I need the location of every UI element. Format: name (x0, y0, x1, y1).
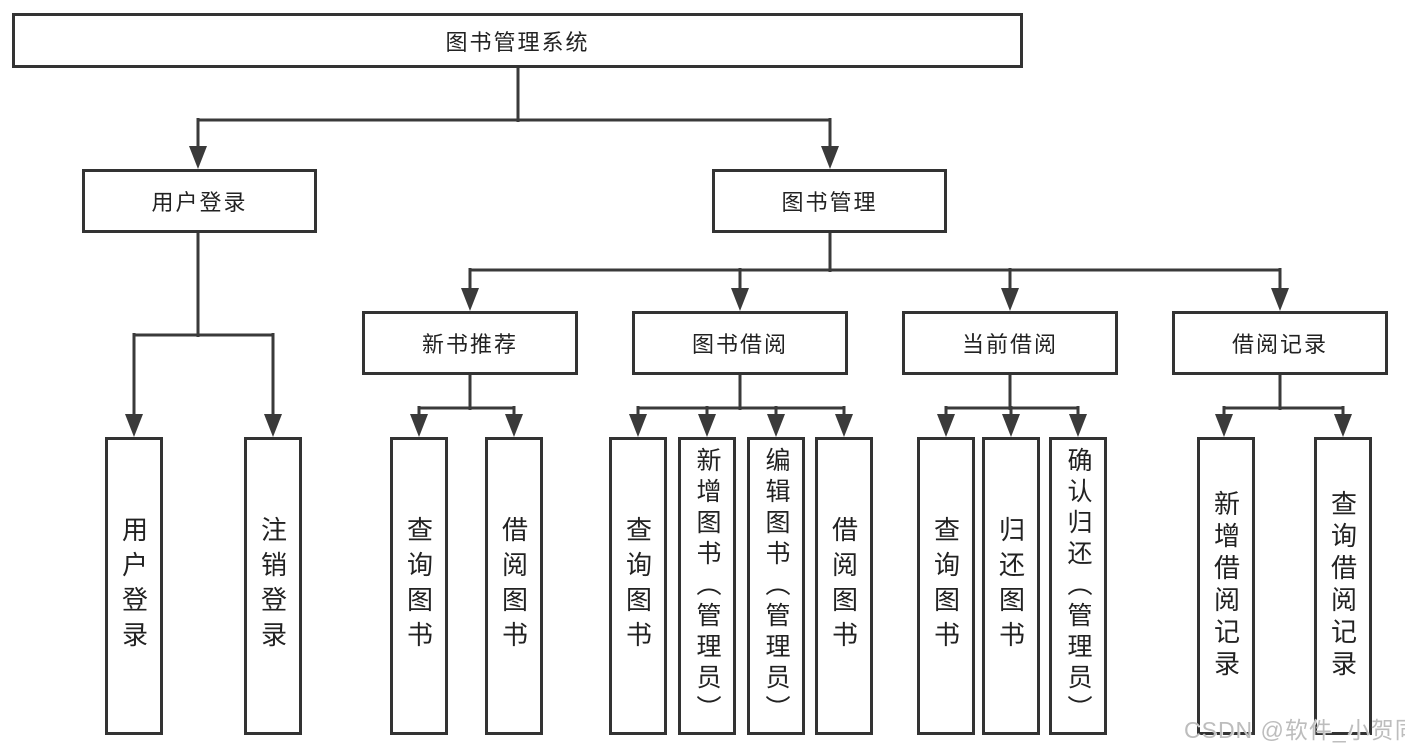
leaf-query-books-borrow-label: 查询图书 (622, 516, 653, 656)
leaf-user-login-label: 用户登录 (118, 516, 149, 656)
leaf-user-login: 用户登录 (105, 437, 163, 735)
leaf-return-books-label: 归还图书 (995, 516, 1026, 656)
leaf-query-books-borrow: 查询图书 (609, 437, 667, 735)
node-book-borrow: 图书借阅 (632, 311, 848, 375)
node-new-book-recommend-label: 新书推荐 (421, 332, 518, 357)
node-book-borrow-label: 图书借阅 (691, 332, 788, 357)
leaf-logout: 注销登录 (244, 437, 302, 735)
leaf-confirm-return-admin: 确认归还（管理员） (1049, 437, 1107, 735)
node-book-management: 图书管理 (712, 169, 947, 233)
node-user-login: 用户登录 (82, 169, 317, 233)
leaf-edit-books-admin-label: 编辑图书（管理员） (762, 446, 790, 726)
node-borrow-records-label: 借阅记录 (1231, 332, 1328, 357)
leaf-query-books-current: 查询图书 (917, 437, 975, 735)
leaf-borrow-books: 借阅图书 (815, 437, 873, 735)
leaf-query-borrow-record-label: 查询借阅记录 (1327, 490, 1358, 682)
node-user-login-label: 用户登录 (151, 190, 248, 215)
leaf-return-books: 归还图书 (982, 437, 1040, 735)
node-root-label: 图书管理系统 (445, 29, 590, 55)
csdn-watermark: CSDN @软件_小贺同学 (1184, 717, 1405, 743)
leaf-query-books-recommend-label: 查询图书 (403, 516, 434, 656)
node-root: 图书管理系统 (12, 13, 1023, 68)
leaf-logout-label: 注销登录 (257, 516, 288, 656)
leaf-add-books-admin-label: 新增图书（管理员） (693, 446, 721, 726)
leaf-query-books-recommend: 查询图书 (390, 437, 448, 735)
leaf-borrow-books-recommend: 借阅图书 (485, 437, 543, 735)
leaf-add-borrow-record: 新增借阅记录 (1197, 437, 1255, 735)
leaf-add-books-admin: 新增图书（管理员） (678, 437, 736, 735)
leaf-add-borrow-record-label: 新增借阅记录 (1210, 490, 1241, 682)
node-new-book-recommend: 新书推荐 (362, 311, 578, 375)
leaf-borrow-books-recommend-label: 借阅图书 (498, 516, 529, 656)
leaf-query-borrow-record: 查询借阅记录 (1314, 437, 1372, 735)
leaf-query-books-current-label: 查询图书 (930, 516, 961, 656)
node-borrow-records: 借阅记录 (1172, 311, 1388, 375)
node-current-borrow-label: 当前借阅 (961, 332, 1058, 357)
node-current-borrow: 当前借阅 (902, 311, 1118, 375)
leaf-edit-books-admin: 编辑图书（管理员） (747, 437, 805, 735)
leaf-confirm-return-admin-label: 确认归还（管理员） (1064, 446, 1092, 726)
leaf-borrow-books-label: 借阅图书 (828, 516, 859, 656)
node-book-management-label: 图书管理 (781, 190, 878, 215)
